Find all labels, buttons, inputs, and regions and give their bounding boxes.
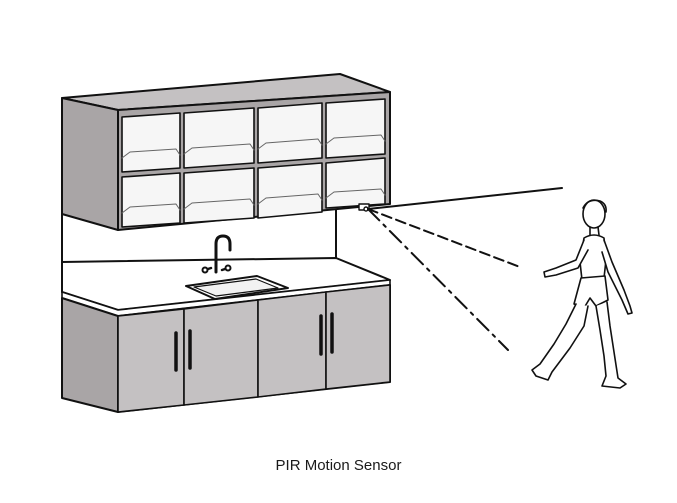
person-leg-front: [595, 301, 627, 389]
upper-cabinet-side: [61, 97, 119, 231]
cabinet-cell: [257, 102, 323, 164]
walking-person: [531, 199, 633, 389]
person-leg-back: [531, 303, 589, 381]
person-shorts: [573, 275, 609, 309]
cabinet-cell: [257, 162, 323, 219]
cabinet-cell: [121, 112, 181, 173]
detection-line-upper: [367, 187, 563, 210]
person-arm-back: [543, 239, 589, 278]
cabinet-door: [325, 284, 391, 390]
cabinet-cell: [183, 167, 255, 224]
lower-cabinet: [61, 284, 391, 413]
person-arm-front: [601, 239, 633, 315]
detection-field: [367, 187, 563, 351]
cabinet-door: [117, 308, 185, 413]
detection-line-middle: [367, 208, 521, 268]
cabinet-door: [257, 291, 327, 398]
cabinet-cell: [183, 107, 255, 169]
faucet: [214, 234, 232, 274]
detection-line-lower: [367, 208, 509, 351]
upper-cabinet-cells: [121, 98, 386, 228]
cabinet-cell: [325, 98, 386, 159]
cabinet-cell: [121, 172, 181, 228]
pir-sensor: [358, 203, 370, 212]
caption: PIR Motion Sensor: [275, 457, 402, 474]
cabinet-cell: [325, 157, 386, 209]
lower-cabinet-side: [61, 297, 119, 413]
upper-cabinet: [61, 73, 391, 231]
sink: [185, 234, 289, 300]
cabinet-door: [183, 299, 259, 406]
